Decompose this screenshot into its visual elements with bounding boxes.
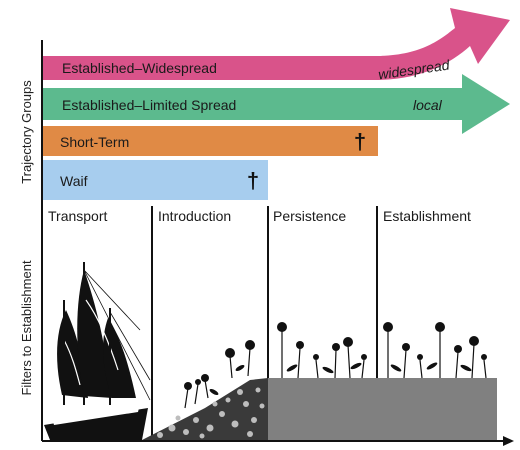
trajectory-groups: Established–Widespread widespread Establ…: [42, 8, 510, 200]
x-axis-arrow-icon: [503, 436, 514, 446]
y-axis-label-filters: Filters to Establishment: [19, 260, 34, 395]
annotation-local: local: [413, 97, 443, 113]
establishment-ground: [377, 378, 497, 440]
persistence-ground: [268, 378, 377, 440]
bar-label-established-limited-spread: Established–Limited Spread: [62, 97, 236, 113]
wildflower-icon: [184, 330, 487, 409]
bar-established-limited-spread: [42, 74, 510, 134]
dagger-icon: †: [247, 168, 259, 193]
y-axis-label-trajectory: Trajectory Groups: [19, 80, 34, 184]
stage-label-persistence: Persistence: [273, 208, 346, 224]
axes: [41, 40, 504, 442]
introduction-rubble: [142, 378, 268, 440]
bar-established-widespread: [42, 8, 510, 80]
stage-label-establishment: Establishment: [383, 208, 471, 224]
dagger-icon: †: [354, 129, 366, 154]
sailing-ship-icon: [44, 262, 151, 440]
bar-label-short-term: Short-Term: [60, 134, 129, 150]
bar-waif: [42, 160, 268, 200]
stage-label-introduction: Introduction: [158, 208, 231, 224]
bar-label-established-widespread: Established–Widespread: [62, 60, 217, 76]
bar-label-waif: Waif: [60, 173, 88, 189]
stage-label-transport: Transport: [48, 208, 108, 224]
wildflower-icon: [184, 322, 487, 396]
bar-short-term: [42, 126, 378, 156]
